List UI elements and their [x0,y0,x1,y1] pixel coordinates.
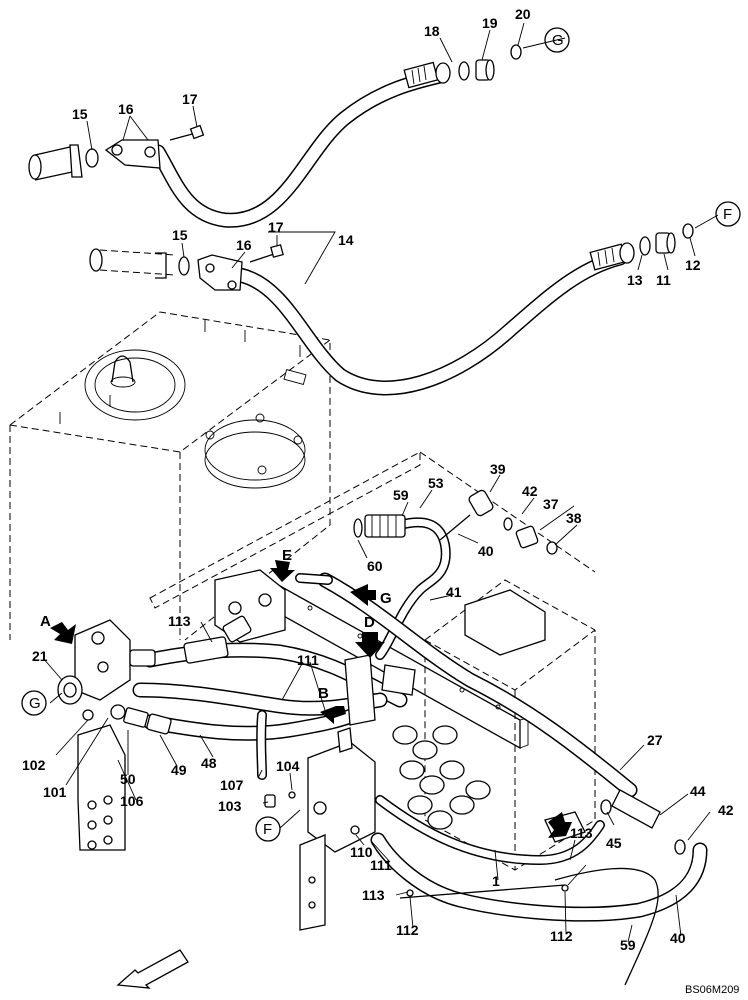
part-label: 15 [72,106,88,122]
view-arrow-c [548,812,572,838]
part-label: 42 [718,802,734,818]
part-label: 106 [120,793,144,809]
part-label: 112 [550,928,573,944]
marker-circle-g-top [544,27,570,53]
marker-circle-f-top [715,201,741,227]
marker-circle-g-left [21,690,47,716]
view-arrow-b [320,706,346,724]
part-label: 101 [43,784,67,800]
left-down-direction-arrow [116,949,189,989]
part-label: 48 [201,755,217,771]
part-label: 53 [428,475,444,491]
part-label: 40 [478,543,494,559]
part-label: 60 [367,558,383,574]
part-label: 113 [168,613,191,629]
marker-circle-f-left [255,816,281,842]
valve-spools [392,725,491,830]
part-label: 111 [370,857,392,873]
part-label: 12 [685,257,701,273]
part-label: 59 [393,487,409,503]
marker-f-top: F [723,206,732,223]
view-letter-e: E [282,547,292,564]
view-letter-c: C [557,819,568,836]
marker-f-left: F [263,821,272,838]
part-label: 110 [350,844,373,860]
view-arrows [50,560,572,838]
view-letter-b: B [318,685,329,702]
part-labels: 15 16 17 18 19 20 15 16 17 14 13 11 12 3… [22,6,734,953]
part-label: 37 [543,496,559,512]
drawing-code: BS06M209 [685,984,739,996]
view-letters: A B C D E G [40,547,568,836]
part-label: 39 [490,461,506,477]
part-label: 102 [22,757,46,773]
part-label: 103 [218,798,242,814]
part-label: 41 [446,584,462,600]
part-label: 113 [570,825,593,841]
part-label: 13 [627,272,643,288]
part-label: 45 [606,835,622,851]
part-label: 107 [220,777,244,793]
part-label: 42 [522,483,538,499]
view-arrow-g [350,584,376,606]
part-label: 15 [172,227,188,243]
connection-markers: G F G F [21,27,741,842]
part-label: 59 [620,937,636,953]
control-valve [392,579,596,871]
view-letter-a: A [40,613,51,630]
part-label: 11 [656,272,671,288]
part-label: 16 [236,237,252,253]
view-arrow-d [355,632,385,658]
view-letter-g: G [380,590,392,607]
part-label: 19 [482,15,498,31]
part-label: 27 [647,732,663,748]
marker-g-left: G [29,695,41,712]
part-label: 38 [566,510,582,526]
part-label: 49 [171,762,187,778]
view-letter-d: D [364,614,375,631]
part-label: 21 [32,648,48,664]
part-label: 113 [362,887,385,903]
part-label: 17 [182,91,198,107]
left-piping [57,615,569,931]
marker-g-top: G [552,32,564,49]
part-label: 14 [338,232,354,248]
part-label: 50 [120,771,136,787]
leader-lines [42,22,719,943]
part-label: 20 [515,6,531,22]
part-label: 112 [396,922,419,938]
part-label: 16 [118,101,134,117]
part-label: 1 [492,873,500,889]
part-label: 40 [670,930,686,946]
part-label: 111 [297,652,319,668]
part-label: 17 [268,219,284,235]
upper-hose-assembly [28,44,694,396]
part-label: 18 [424,23,440,39]
view-arrow-a [50,622,76,644]
view-arrow-e [270,560,295,582]
part-label: 104 [276,758,300,774]
part-label: 44 [690,783,706,799]
